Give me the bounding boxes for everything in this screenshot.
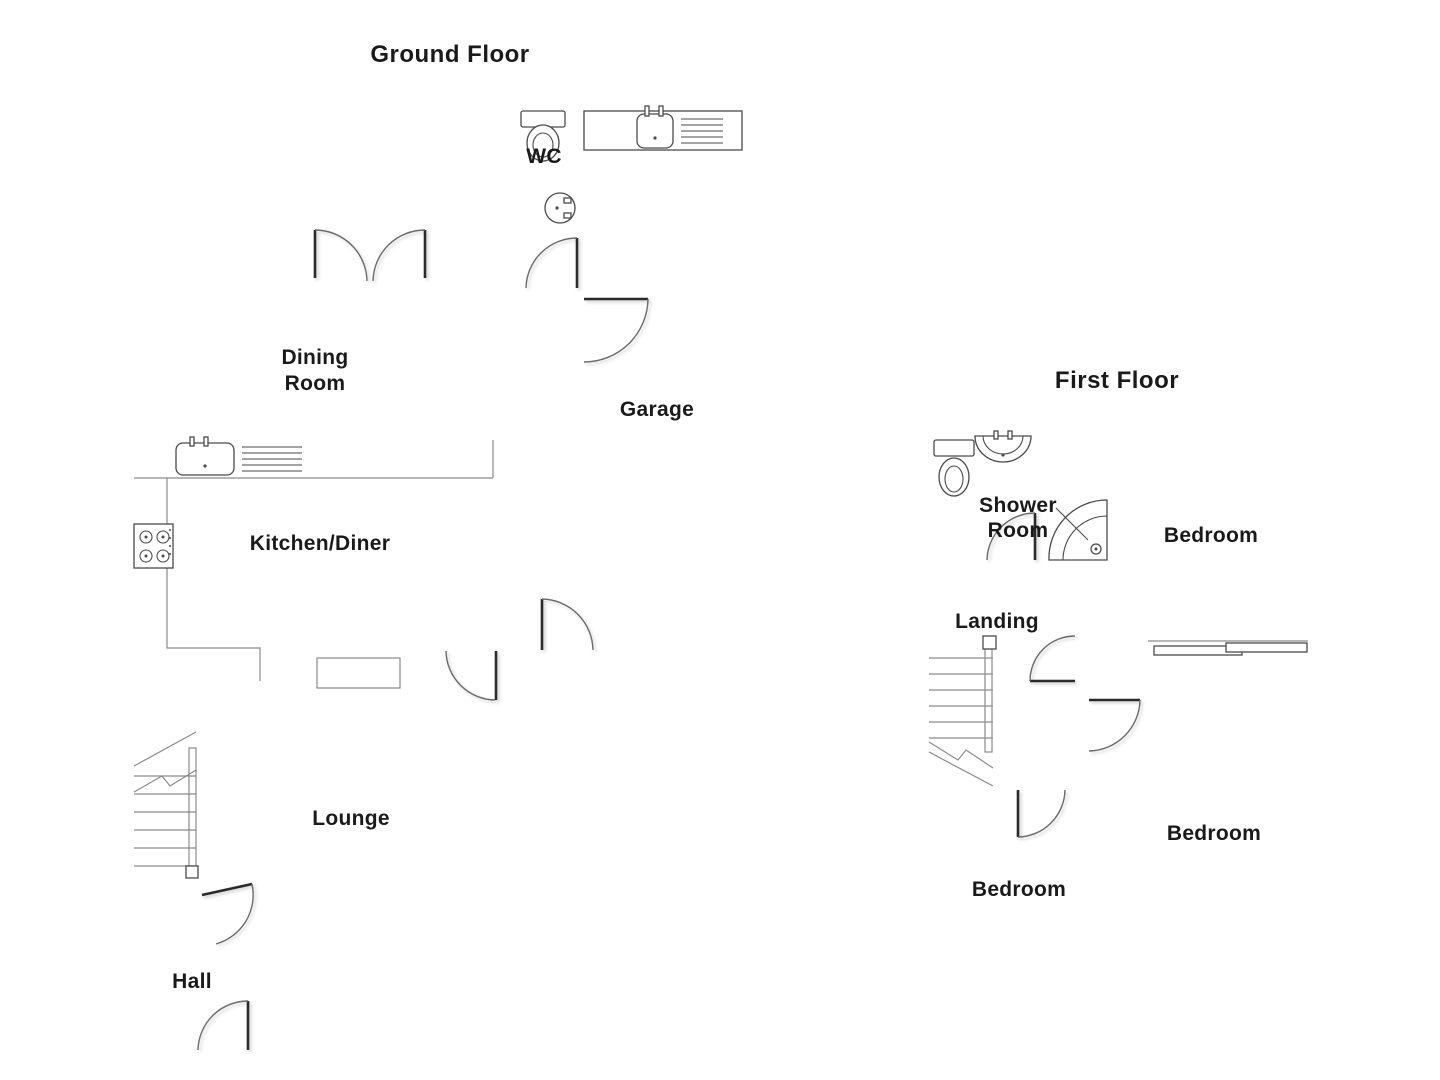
door-swing-icon bbox=[1088, 698, 1141, 752]
door-swing-icon bbox=[583, 297, 649, 363]
room-label-bedroom-back-left: Bedroom bbox=[972, 878, 1066, 901]
garage-sink-icon bbox=[583, 105, 743, 151]
french-door-icon bbox=[313, 229, 427, 282]
room-label-kitchen-diner: Kitchen/Diner bbox=[250, 532, 390, 555]
door-swing-icon bbox=[1016, 789, 1066, 838]
kitchen-sink-icon bbox=[175, 436, 302, 476]
door-swing-icon bbox=[986, 512, 1037, 561]
wash-basin-icon bbox=[974, 430, 1032, 463]
door-swing-icon bbox=[1029, 635, 1076, 683]
room-label-bedroom-back-right: Bedroom bbox=[1167, 822, 1261, 845]
room-label-landing: Landing bbox=[955, 610, 1039, 633]
door-swing-icon bbox=[525, 237, 579, 289]
door-swing-icon bbox=[201, 882, 254, 945]
first-floor-fixtures bbox=[928, 430, 1308, 787]
door-swing-icon bbox=[197, 1000, 250, 1051]
toilet-icon bbox=[520, 110, 566, 162]
stairs-icon bbox=[928, 635, 997, 787]
room-label-wc: WC bbox=[526, 145, 562, 168]
stairs-icon bbox=[133, 731, 199, 879]
toilet-icon bbox=[933, 439, 975, 497]
wash-basin-icon bbox=[544, 192, 576, 224]
room-label-shower-line2: Room bbox=[988, 519, 1049, 542]
room-label-lounge: Lounge bbox=[312, 807, 390, 830]
room-label-bedroom-front: Bedroom bbox=[1164, 524, 1258, 547]
room-label-dining-line1: Dining bbox=[281, 346, 348, 369]
room-label-shower-line1: Shower bbox=[979, 494, 1057, 517]
room-label-dining-line2: Room bbox=[285, 372, 346, 395]
wardrobe-sliding-doors bbox=[1148, 640, 1308, 656]
door-swing-icon bbox=[445, 650, 498, 701]
ground-floor-title: Ground Floor bbox=[370, 41, 529, 68]
hob-icon bbox=[133, 523, 174, 569]
first-floor-title: First Floor bbox=[1055, 367, 1179, 394]
shower-icon bbox=[1048, 499, 1108, 561]
doors bbox=[197, 229, 1141, 1051]
labels: Ground Floor WC Dining Room Garage Kitch… bbox=[172, 41, 1261, 993]
door-swing-icon bbox=[540, 598, 594, 651]
room-label-garage: Garage bbox=[620, 398, 694, 421]
kitchen-counter-icon bbox=[134, 440, 494, 689]
room-label-hall: Hall bbox=[172, 970, 212, 993]
ground-floor-fixtures bbox=[133, 105, 743, 879]
